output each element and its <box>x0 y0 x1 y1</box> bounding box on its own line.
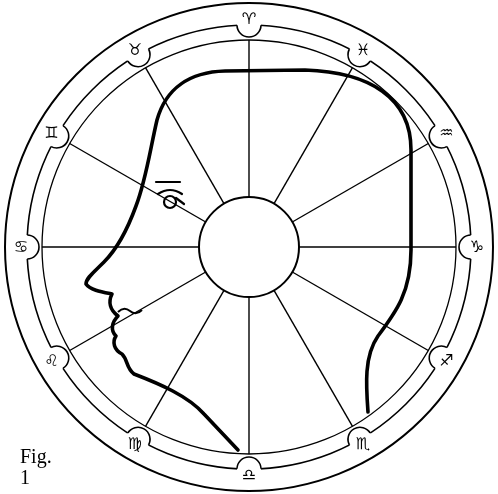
zodiac-sign: ♋ <box>14 239 28 255</box>
house-circle <box>42 40 456 454</box>
eye-mark <box>156 182 184 208</box>
zodiac-sign: ♌ <box>44 353 58 369</box>
sign-ring <box>27 25 471 469</box>
zodiac-sign: ♈ <box>242 11 256 27</box>
house-spokes <box>42 40 456 454</box>
sign-notches <box>15 13 483 481</box>
outer-circle <box>5 3 493 491</box>
zodiac-sign: ♊ <box>44 125 58 141</box>
zodiac-sign: ♎ <box>242 467 256 483</box>
figure-caption: Fig. 1 <box>20 446 60 488</box>
zodiac-sign: ♏ <box>356 436 370 452</box>
head-profile <box>86 70 411 450</box>
zodiac-sign: ♓ <box>356 42 370 58</box>
zodiac-sign: ♐ <box>439 353 453 369</box>
zodiac-sign: ♉ <box>128 42 142 58</box>
nostril-mark <box>118 309 142 314</box>
zodiac-sign: ♒ <box>439 125 453 141</box>
zodiac-sign: ♑ <box>470 239 484 255</box>
zodiac-sign: ♍ <box>128 436 142 452</box>
center-circle <box>199 197 299 297</box>
